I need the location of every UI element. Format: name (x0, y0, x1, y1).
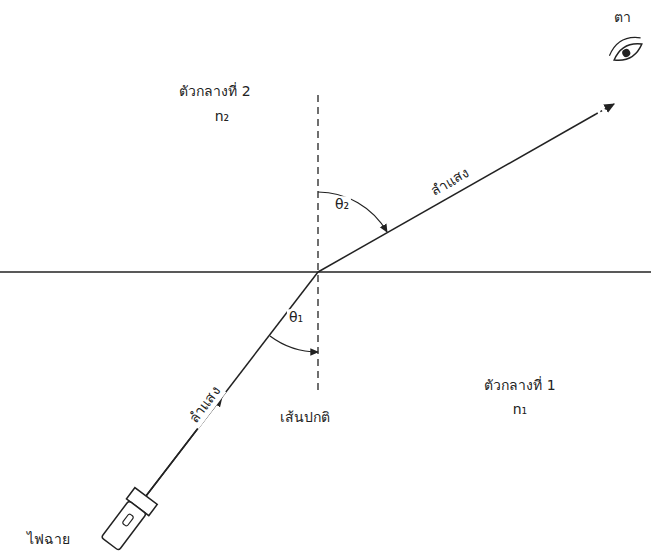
ray-label: ลำแสง (426, 163, 475, 201)
incident-ray (146, 272, 318, 496)
angle-arc (270, 336, 318, 352)
eye (606, 32, 647, 66)
normal-label: เส้นปกติ (278, 409, 332, 427)
interface-line (0, 271, 651, 273)
normal-line (317, 95, 318, 395)
medium-label: ตัวกลางที่ 2 (177, 83, 252, 101)
eye-label: ตา (612, 9, 633, 27)
angle-arc (318, 192, 387, 232)
angle-label: θ₂ (333, 196, 351, 214)
flashlight (99, 488, 157, 553)
refracted-ray (318, 114, 596, 272)
angle-label: θ₁ (287, 309, 305, 327)
ray-label: ลำแสง (184, 381, 226, 428)
flashlight-label: ไฟฉาย (25, 531, 72, 549)
index-label: n₁ (511, 401, 530, 419)
refracted-ray-arrow (596, 104, 614, 114)
medium-label: ตัวกลางที่ 1 (482, 377, 557, 395)
index-label: n₂ (213, 108, 232, 126)
